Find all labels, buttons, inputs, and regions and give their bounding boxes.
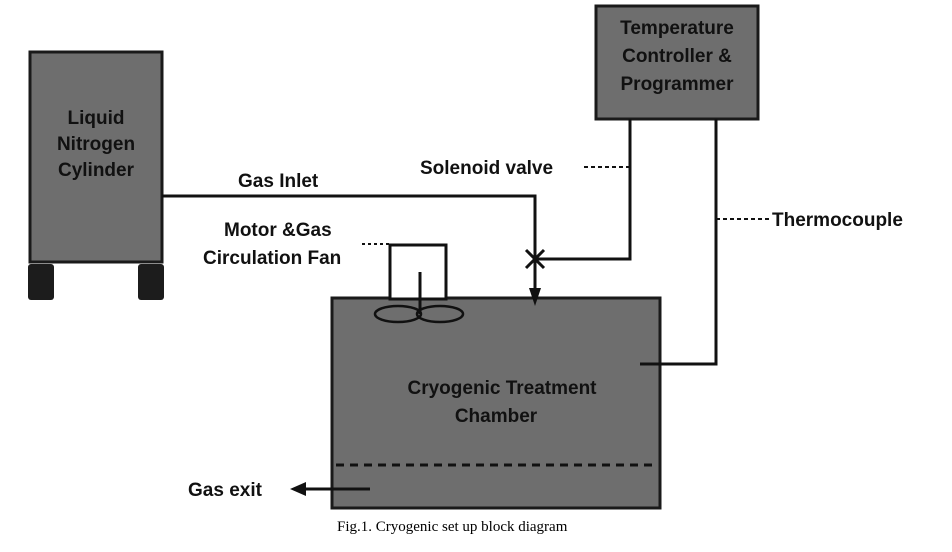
thermocouple: Thermocouple [640,119,903,366]
cylinder-label-line-2: Nitrogen [57,134,135,155]
gas-exit: Gas exit [188,480,370,501]
figure-caption: Fig.1. Cryogenic set up block diagram [337,519,568,535]
controller-to-valve-line [535,119,632,261]
motor-and-fan [362,243,465,324]
cylinder-box [28,50,164,264]
chamber-label-line-2: Chamber [455,406,538,427]
fan-blade-right [415,304,465,324]
cylinder-left-foot [28,264,54,300]
gas-inlet-line [162,194,537,298]
cylinder-label-line-1: Liquid [68,108,125,129]
solenoid-valve-label: Solenoid valve [420,158,553,179]
motor-box [388,243,448,301]
thermocouple-line [640,119,718,366]
controller-label-line-1: Temperature [620,18,734,39]
gas-inlet-pipe: Gas Inlet [162,171,541,306]
controller-label-line-3: Programmer [621,74,735,95]
chamber-box [330,296,662,510]
chamber-label-line-1: Cryogenic Treatment [408,378,598,399]
fan-label-line-1: Motor &Gas [224,220,332,241]
gas-exit-arrowhead [290,482,306,496]
fan-label-line-2: Circulation Fan [203,248,341,269]
solenoid-valve: Solenoid valve [420,119,632,270]
cylinder-right-foot [138,264,164,300]
gas-inlet-arrowhead [529,288,541,306]
fan-blade-left [373,304,423,324]
gas-inlet-label: Gas Inlet [238,171,319,192]
controller-box [594,4,760,121]
gas-exit-label: Gas exit [188,480,263,501]
cylinder-label-line-3: Cylinder [58,160,135,181]
liquid-nitrogen-cylinder: Liquid Nitrogen Cylinder [28,50,164,300]
thermocouple-label: Thermocouple [772,210,903,231]
cryogenic-treatment-chamber: Cryogenic Treatment Chamber [330,296,662,510]
temperature-controller: Temperature Controller & Programmer [594,4,760,121]
controller-label-line-2: Controller & [622,46,732,67]
